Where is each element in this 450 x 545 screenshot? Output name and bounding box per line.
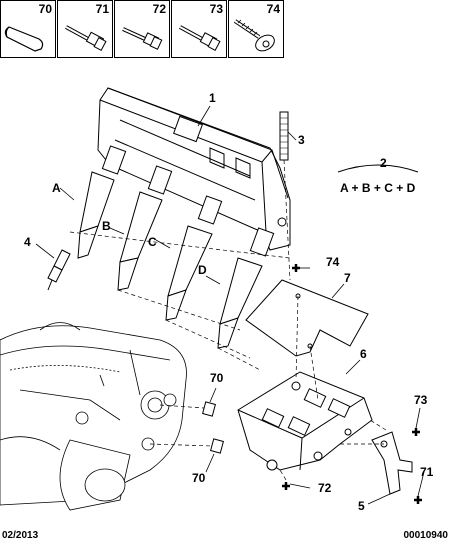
- callout-4: 4: [24, 235, 31, 249]
- callout-70-lower: 70: [192, 471, 206, 485]
- engine-block: [0, 322, 187, 511]
- formula-label: A + B + C + D: [340, 181, 416, 195]
- callout-C: C: [148, 235, 157, 249]
- part-number: 74: [266, 2, 280, 16]
- part-number: 70: [38, 2, 52, 16]
- footer-date: 02/2013: [2, 530, 39, 541]
- callout-70-upper: 70: [210, 371, 224, 385]
- callout-D: D: [198, 263, 207, 277]
- callout-2: 2: [380, 156, 387, 170]
- flange-screw-icon: [233, 19, 275, 52]
- callout-72: 72: [318, 481, 332, 495]
- spark-plug: [47, 249, 71, 291]
- callout-71: 71: [420, 465, 434, 479]
- leader-lines: [35, 105, 425, 505]
- bolt-icon: [65, 25, 107, 51]
- part-number: 71: [95, 2, 109, 16]
- ignition-exploded-diagram: 1 2 A + B + C + D 3 4 5 6 7 A B C D 70 7…: [0, 87, 434, 513]
- bolt-icon: [179, 25, 221, 51]
- callout-7: 7: [344, 271, 351, 285]
- callout-1: 1: [209, 91, 216, 105]
- callout-B: B: [102, 219, 111, 233]
- clip-plugs: [202, 401, 224, 454]
- cross-markers: [282, 264, 422, 504]
- mounting-bracket: [237, 371, 373, 471]
- coil-C: [165, 195, 223, 321]
- callout-5: 5: [358, 499, 365, 513]
- coil-A: [77, 145, 127, 259]
- small-bracket: [371, 431, 413, 495]
- part-box-71[interactable]: 71: [57, 0, 113, 58]
- footer-ref: 00010940: [403, 530, 449, 541]
- part-number: 73: [209, 2, 223, 16]
- assembly-lines: [69, 159, 387, 481]
- callout-A: A: [52, 181, 61, 195]
- bolt-icon: [122, 27, 163, 50]
- callout-73: 73: [414, 393, 428, 407]
- callout-3: 3: [298, 133, 305, 147]
- part-number: 72: [152, 2, 166, 16]
- plug-icon: [4, 26, 44, 52]
- ignition-coil-pack: [97, 87, 291, 251]
- part-box-73[interactable]: 73: [171, 0, 227, 58]
- gasket-plate: [245, 279, 369, 357]
- stud: [279, 111, 289, 161]
- callout-74: 74: [326, 255, 340, 269]
- part-box-70[interactable]: 70: [0, 0, 56, 58]
- coil-D: [217, 227, 275, 349]
- parts-strip: 70 71 72 73 74: [0, 0, 450, 60]
- callout-6: 6: [360, 347, 367, 361]
- part-box-72[interactable]: 72: [114, 0, 170, 58]
- coil-B: [117, 165, 173, 291]
- part-box-74[interactable]: 74: [228, 0, 284, 58]
